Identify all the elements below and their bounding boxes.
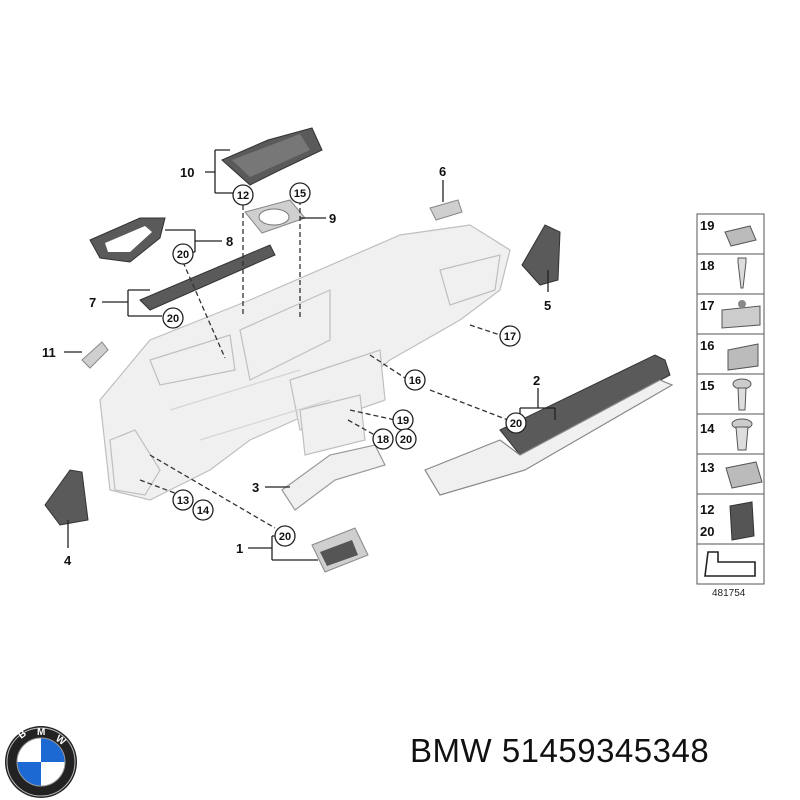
ref-19: 19	[397, 415, 409, 427]
part-3-cluster-surround	[281, 444, 386, 511]
svg-text:M: M	[37, 727, 45, 738]
callout-5: 5	[544, 298, 551, 313]
part-2-trim-panel	[424, 354, 674, 496]
fastener-panel: 19 18 17 16 15 14 13 12 20 481754	[696, 213, 765, 599]
panel-label-15: 15	[700, 378, 714, 393]
callout-11: 11	[42, 345, 56, 360]
ref-20-mid: 20	[400, 434, 412, 446]
callout-6: 6	[439, 164, 446, 179]
callout-1: 1	[236, 541, 243, 556]
catalog-number: 481754	[712, 588, 746, 599]
panel-label-19: 19	[700, 218, 714, 233]
ref-15: 15	[294, 188, 306, 200]
callout-3: 3	[252, 480, 259, 495]
ref-20-left: 20	[167, 313, 179, 325]
ref-20-top: 20	[177, 249, 189, 261]
part-title: BMW 51459345348	[410, 732, 710, 769]
ref-16: 16	[409, 375, 421, 387]
dashboard-carrier	[99, 224, 511, 501]
ref-12: 12	[237, 190, 249, 202]
callout-8: 8	[226, 234, 233, 249]
part-5-side-cover	[521, 224, 561, 286]
panel-label-20: 20	[700, 524, 714, 539]
callout-10: 10	[180, 165, 194, 180]
callout-9: 9	[329, 211, 336, 226]
leader-lines	[64, 149, 556, 561]
ref-20-right: 20	[510, 418, 522, 430]
bmw-logo: B M W	[5, 726, 77, 798]
part-1-centre-vent	[311, 527, 369, 573]
panel-label-16: 16	[700, 338, 714, 353]
panel-label-13: 13	[700, 460, 714, 475]
ref-14: 14	[197, 505, 210, 517]
part-4-end-cap	[44, 469, 89, 526]
part-8-frame	[89, 217, 166, 263]
ref-17: 17	[504, 331, 516, 343]
part-10-display-cover	[221, 127, 323, 186]
panel-label-17: 17	[700, 298, 714, 313]
ref-13: 13	[177, 495, 189, 507]
callout-4: 4	[64, 553, 72, 568]
part-9-bracket	[244, 199, 306, 234]
ref-circles: 12 15 20 20 17 16 19 18 20 20 13 14 20	[162, 182, 527, 547]
ref-20-bottom: 20	[279, 531, 291, 543]
part-7-trim-strip	[139, 244, 276, 311]
panel-label-18: 18	[700, 258, 714, 273]
panel-label-12: 12	[700, 502, 714, 517]
panel-label-14: 14	[700, 421, 715, 436]
part-11-clip	[81, 341, 109, 369]
part-6-vent	[429, 199, 463, 221]
callout-2: 2	[533, 373, 540, 388]
callout-labels: 10 9 8 7 11 6 5 2 3 1 4	[42, 164, 551, 568]
ref-18: 18	[377, 434, 389, 446]
callout-7: 7	[89, 295, 96, 310]
